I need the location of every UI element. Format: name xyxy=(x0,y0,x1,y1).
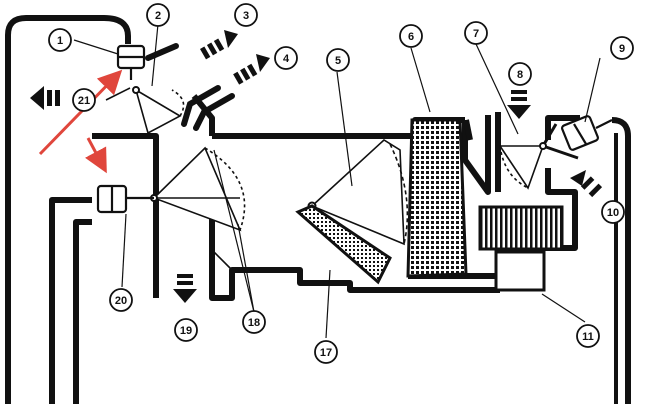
callout-20: 20 xyxy=(109,288,133,312)
callout-number: 2 xyxy=(155,10,161,22)
callout-5: 5 xyxy=(326,48,350,72)
airflow-arrow-down-19 xyxy=(173,274,197,303)
hvac-housing xyxy=(92,94,580,301)
callout-circle xyxy=(508,62,532,86)
callout-18: 18 xyxy=(242,310,266,334)
callout-number: 4 xyxy=(283,53,290,65)
vacuum-motor-lower xyxy=(96,184,154,214)
callout-number: 11 xyxy=(582,331,594,343)
airflow-arrow-down-8 xyxy=(507,90,531,119)
callout-3: 3 xyxy=(234,3,258,27)
outer-duct-walls xyxy=(5,15,631,404)
leader-lines xyxy=(73,23,601,339)
callout-number: 18 xyxy=(248,317,260,329)
vacuum-motor-upper xyxy=(116,44,146,80)
callout-number: 3 xyxy=(243,10,249,22)
callout-circle xyxy=(146,3,170,27)
defrost-outlet-ducts xyxy=(145,43,235,131)
callout-circle xyxy=(610,36,634,60)
airflow-arrow-upward-2 xyxy=(233,54,270,85)
callout-number: 10 xyxy=(607,207,619,219)
annotation-arrow-upper xyxy=(38,69,123,156)
callout-number: 1 xyxy=(57,35,63,47)
callout-7: 7 xyxy=(464,21,488,45)
callout-number: 5 xyxy=(335,55,341,67)
callout-8: 8 xyxy=(508,62,532,86)
callout-circle xyxy=(234,3,258,27)
annotation-arrow-lower xyxy=(84,137,107,174)
callout-labels: 1 2 3 4 5 6 7 8 9 10 11 17 18 19 20 21 xyxy=(48,3,634,364)
heater-core xyxy=(295,204,392,285)
callout-circle xyxy=(174,318,198,342)
callout-number: 20 xyxy=(115,295,127,307)
callout-6: 6 xyxy=(399,24,423,48)
callout-number: 19 xyxy=(180,325,192,337)
callout-17: 17 xyxy=(314,340,338,364)
annotation-arrows xyxy=(38,69,123,174)
callout-circle xyxy=(464,21,488,45)
callout-number: 6 xyxy=(408,31,414,43)
airflow-arrow-left xyxy=(30,86,60,110)
evaporator-core xyxy=(406,118,468,278)
callout-10: 10 xyxy=(601,200,625,224)
callout-2: 2 xyxy=(146,3,170,27)
callout-circle xyxy=(242,310,266,334)
callout-number: 8 xyxy=(517,69,523,81)
airflow-arrow-up-left-10 xyxy=(570,170,603,198)
callout-21: 21 xyxy=(72,88,96,112)
callout-circle xyxy=(314,340,338,364)
callout-circle xyxy=(72,88,96,112)
callout-number: 7 xyxy=(473,28,479,40)
airflow-arrow-upward xyxy=(200,30,238,60)
callout-number: 9 xyxy=(619,43,625,55)
callout-number: 21 xyxy=(78,95,90,107)
recirc-door xyxy=(498,123,579,190)
callout-4: 4 xyxy=(274,46,298,70)
blower-assembly xyxy=(478,205,564,292)
callout-circle xyxy=(601,200,625,224)
callout-circle xyxy=(48,28,72,52)
callout-9: 9 xyxy=(610,36,634,60)
callout-circle xyxy=(274,46,298,70)
callout-circle xyxy=(326,48,350,72)
callout-11: 11 xyxy=(576,324,600,348)
callout-number: 17 xyxy=(320,347,332,359)
callout-1: 1 xyxy=(48,28,72,52)
callout-circle xyxy=(399,24,423,48)
callout-circle xyxy=(109,288,133,312)
upper-damper-door xyxy=(105,86,185,135)
mode-door xyxy=(150,146,246,271)
callout-19: 19 xyxy=(174,318,198,342)
callout-circle xyxy=(576,324,600,348)
vacuum-motor-right xyxy=(561,115,613,151)
